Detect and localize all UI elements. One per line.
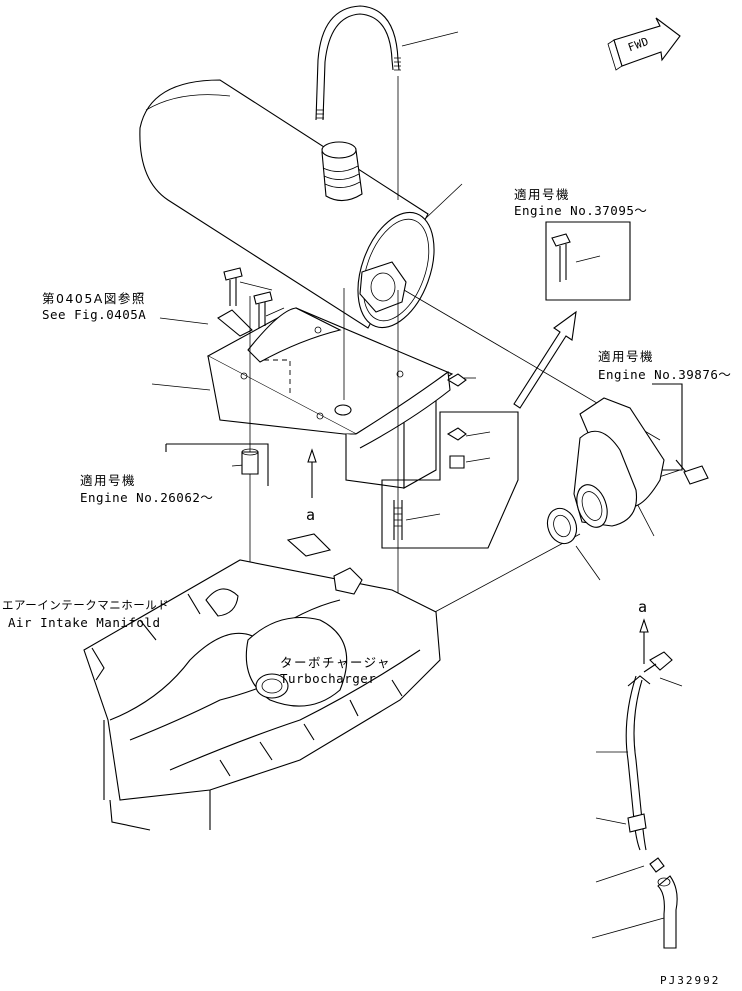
- see-fig-en-label: See Fig.0405A: [42, 307, 147, 322]
- muffler-bracket: [206, 307, 454, 489]
- see-fig-jp-label: 第0405A図参照: [42, 291, 146, 306]
- muffler-hanger-rod: [315, 5, 401, 121]
- air-bleed-pipe: [625, 651, 678, 949]
- applicability-jp-label-2: 適用号機: [598, 349, 655, 364]
- air-intake-en-label: Air Intake Manifold: [8, 615, 161, 630]
- reference-a-label-2: a: [638, 598, 648, 616]
- exhaust-elbow: [546, 397, 709, 545]
- air-intake-jp-label: エアーインテークマニホールド: [2, 598, 170, 612]
- alignment-lines: [249, 76, 661, 621]
- reference-a-label-1: a: [306, 506, 316, 524]
- applicability-en-label-3: Engine No.26062～: [80, 490, 214, 505]
- applicability-en-label-2: Engine No.39876～: [598, 367, 732, 382]
- forward-direction-arrow: [607, 17, 681, 71]
- applicability-jp-label-3: 適用号機: [80, 473, 137, 488]
- turbocharger-en-label: Turbocharger: [280, 671, 377, 686]
- turbocharger-jp-label: ターボチャージャ: [280, 655, 392, 670]
- bracket-bolts: [223, 267, 467, 387]
- applicability-boxes: [165, 221, 683, 549]
- engine-intake-manifold: [83, 533, 441, 831]
- applicability-jp-label-1: 適用号機: [514, 187, 571, 202]
- applicability-en-label-1: Engine No.37095～: [514, 203, 648, 218]
- muffler: [139, 79, 435, 329]
- drawing-number: PJ32992: [660, 974, 721, 987]
- leader-lines: [151, 31, 683, 939]
- reference-arrow-a: [307, 448, 649, 664]
- direction-arrow: [513, 310, 577, 409]
